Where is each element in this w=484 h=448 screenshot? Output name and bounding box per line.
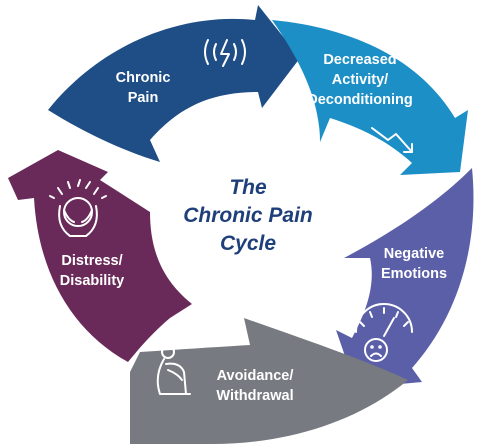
label-decreased-activity-1: Decreased [323, 52, 396, 68]
segment-decreased-activity [272, 20, 468, 175]
label-avoidance-2: Withdrawal [216, 388, 293, 404]
head-in-hands-icon [49, 179, 107, 237]
label-negative-emotions-2: Emotions [381, 266, 447, 282]
segment-negative-emotions [336, 168, 474, 388]
label-negative-emotions-1: Negative [384, 246, 444, 262]
trend-down-icon [371, 127, 413, 153]
segment-avoidance-withdrawal [130, 318, 408, 444]
pain-pulse-icon [204, 39, 246, 67]
sad-gauge-icon [355, 303, 413, 362]
title-line-1: The [229, 176, 267, 199]
label-distress-1: Distress/ [61, 253, 122, 269]
label-decreased-activity-2: Activity/ [332, 72, 388, 88]
segment-distress-disability [8, 150, 192, 362]
title-line-2: Chronic Pain [183, 204, 313, 227]
title-line-3: Cycle [220, 232, 276, 255]
label-decreased-activity-3: Deconditioning [307, 92, 413, 108]
segment-chronic-pain [48, 5, 300, 162]
label-avoidance-1: Avoidance/ [217, 368, 294, 384]
label-distress-2: Disability [60, 273, 124, 289]
label-chronic-pain-2: Pain [128, 90, 159, 106]
sitting-person-icon [156, 345, 191, 395]
label-chronic-pain-1: Chronic [116, 70, 171, 86]
